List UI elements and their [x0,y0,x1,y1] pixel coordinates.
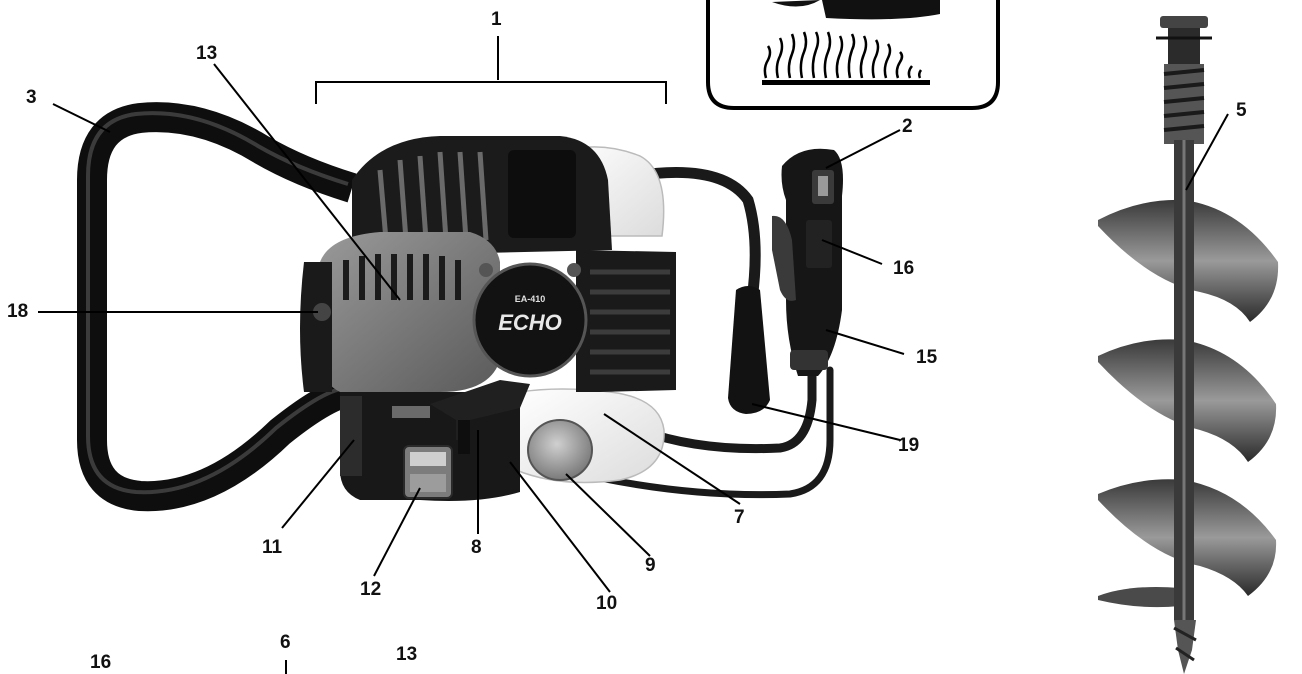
handle-bar [77,102,357,512]
callout-1: 1 [491,9,502,30]
callout-9: 9 [645,555,656,576]
engine-model-text: EA-410 [515,294,546,304]
heat-lines-icon [763,31,923,79]
cooling-fins [377,151,489,241]
callout-8: 8 [471,537,482,558]
callout-13: 13 [396,644,418,665]
callout-7: 7 [734,507,745,528]
callout-15: 15 [916,347,938,368]
callout-bracket [315,36,667,104]
auger-bit [1098,16,1279,674]
callout-16: 16 [893,258,915,279]
gearbox-ribs [590,269,670,375]
callout-12: 12 [360,579,382,600]
leader-lines [38,63,1229,674]
callout-16: 16 [90,652,112,673]
callout-3: 3 [26,87,37,108]
callout-11: 11 [262,537,283,558]
callout-18: 18 [7,301,29,322]
callout-2: 2 [902,116,913,137]
callout-5: 5 [1236,100,1247,121]
callout-19: 19 [898,435,920,456]
air-vents [343,254,461,300]
callout-13: 13 [196,43,218,64]
callout-10: 10 [596,593,618,614]
engine-body [300,136,676,501]
warning-box [706,0,1000,110]
right-grip [728,148,843,414]
callout-6: 6 [280,632,291,653]
brand-logo: ECHO [498,310,562,335]
control-cables [596,166,834,499]
